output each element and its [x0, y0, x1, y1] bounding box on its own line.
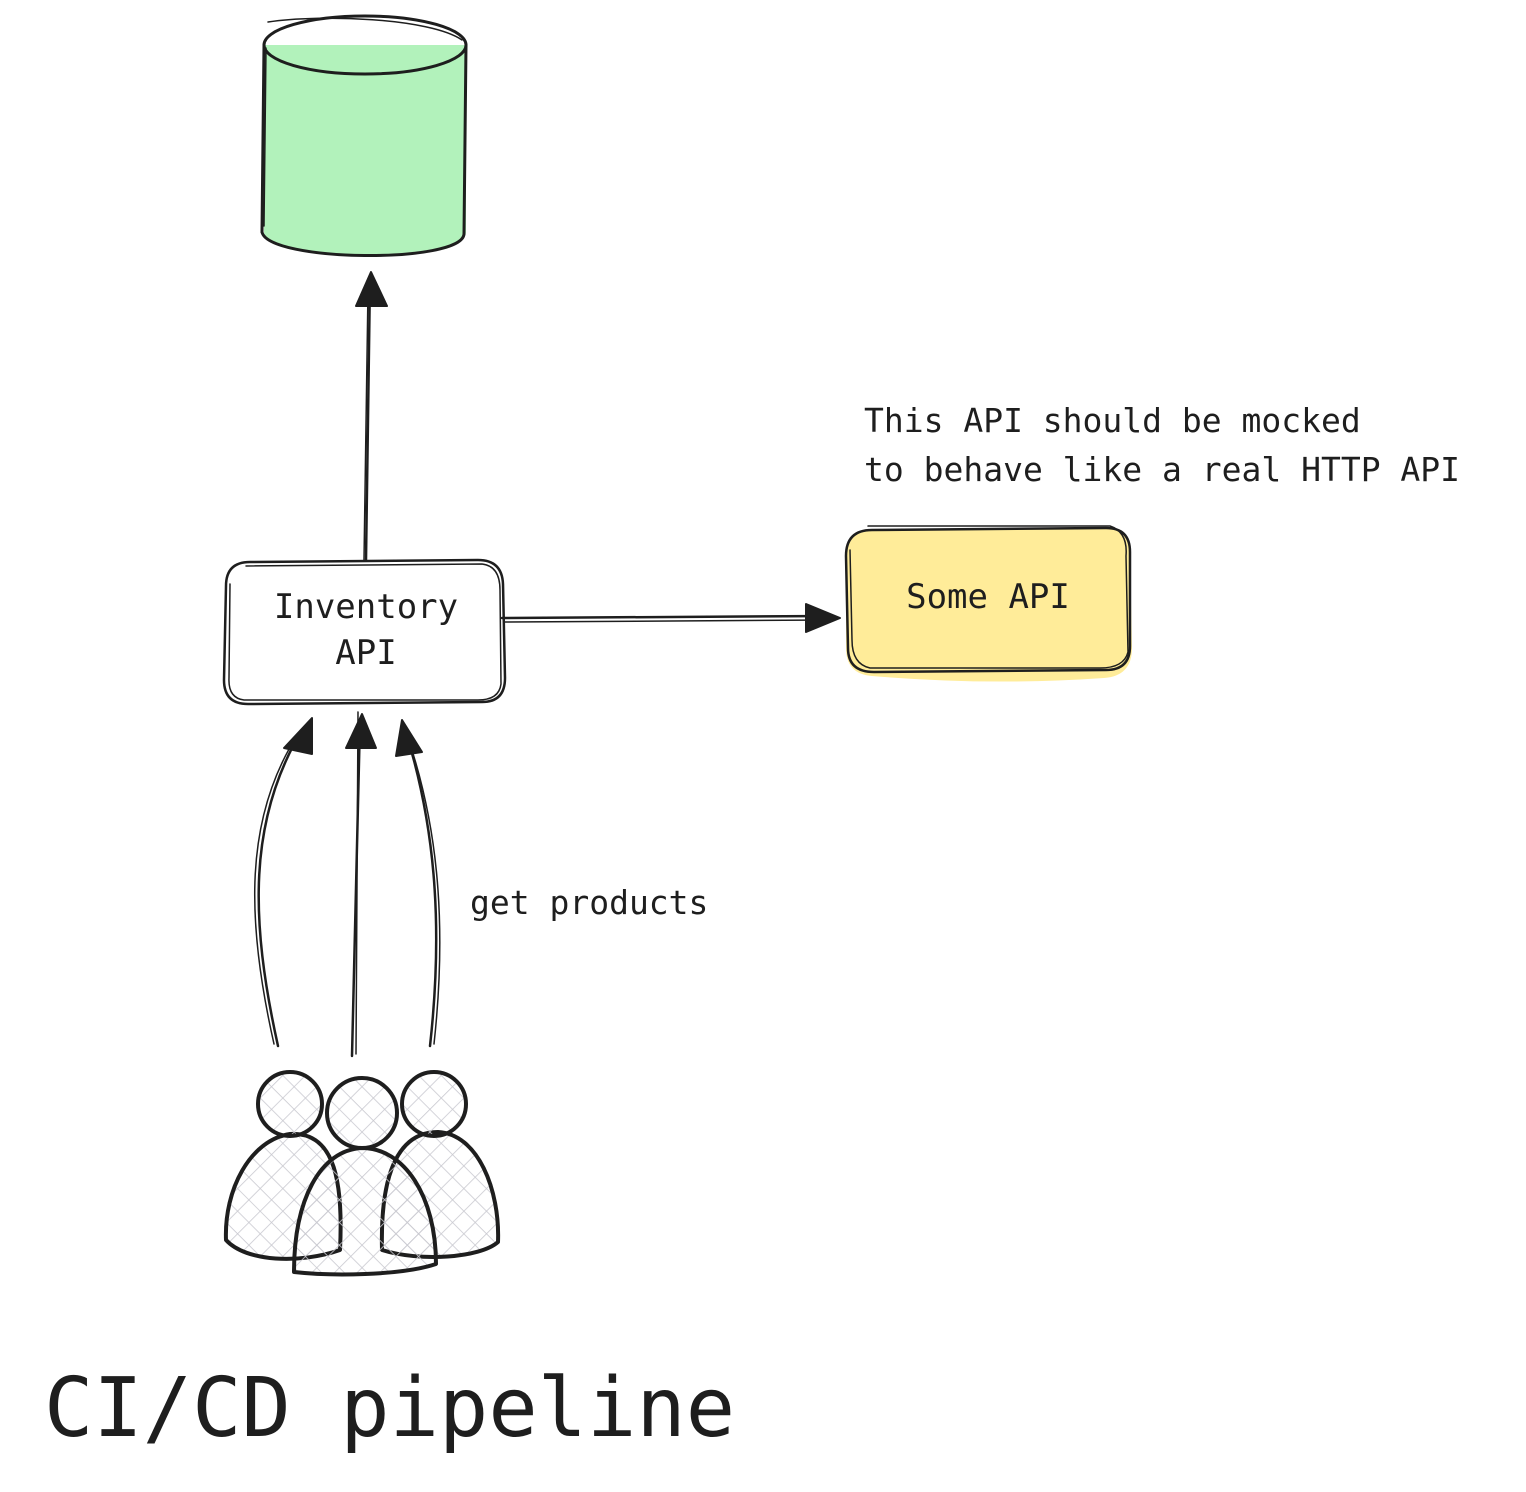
inventory-api-label-line2: API — [335, 633, 396, 673]
user-front-head — [325, 1076, 399, 1150]
mock-note-line2: to behave like a real HTTP API — [864, 450, 1460, 489]
users-group-icon[interactable] — [223, 1070, 501, 1277]
arrow-users-right — [395, 719, 441, 1048]
mock-note: This API should be mocked to behave like… — [864, 401, 1460, 489]
some-api-box — [846, 528, 1132, 682]
user-right-head — [400, 1070, 468, 1138]
edge-label-get-products: get products — [470, 883, 708, 922]
database-node[interactable] — [260, 14, 468, 257]
caption-title: CI/CD pipeline — [44, 1361, 735, 1456]
inventory-api-label-line1: Inventory — [274, 587, 458, 627]
user-front-body — [292, 1146, 438, 1277]
arrow-users-middle — [345, 711, 377, 1058]
database-body — [264, 45, 466, 255]
mock-note-line1: This API should be mocked — [864, 401, 1361, 440]
some-api-label: Some API — [906, 577, 1070, 617]
arrow-users-left — [253, 717, 313, 1048]
inventory-api-node[interactable]: Inventory API — [222, 558, 507, 706]
arrow-inventory-to-some-api — [500, 603, 841, 633]
arrow-inventory-to-database — [355, 271, 388, 562]
inventory-api-box — [222, 558, 507, 706]
some-api-node[interactable]: Some API — [844, 525, 1132, 682]
user-left-head — [256, 1070, 324, 1138]
